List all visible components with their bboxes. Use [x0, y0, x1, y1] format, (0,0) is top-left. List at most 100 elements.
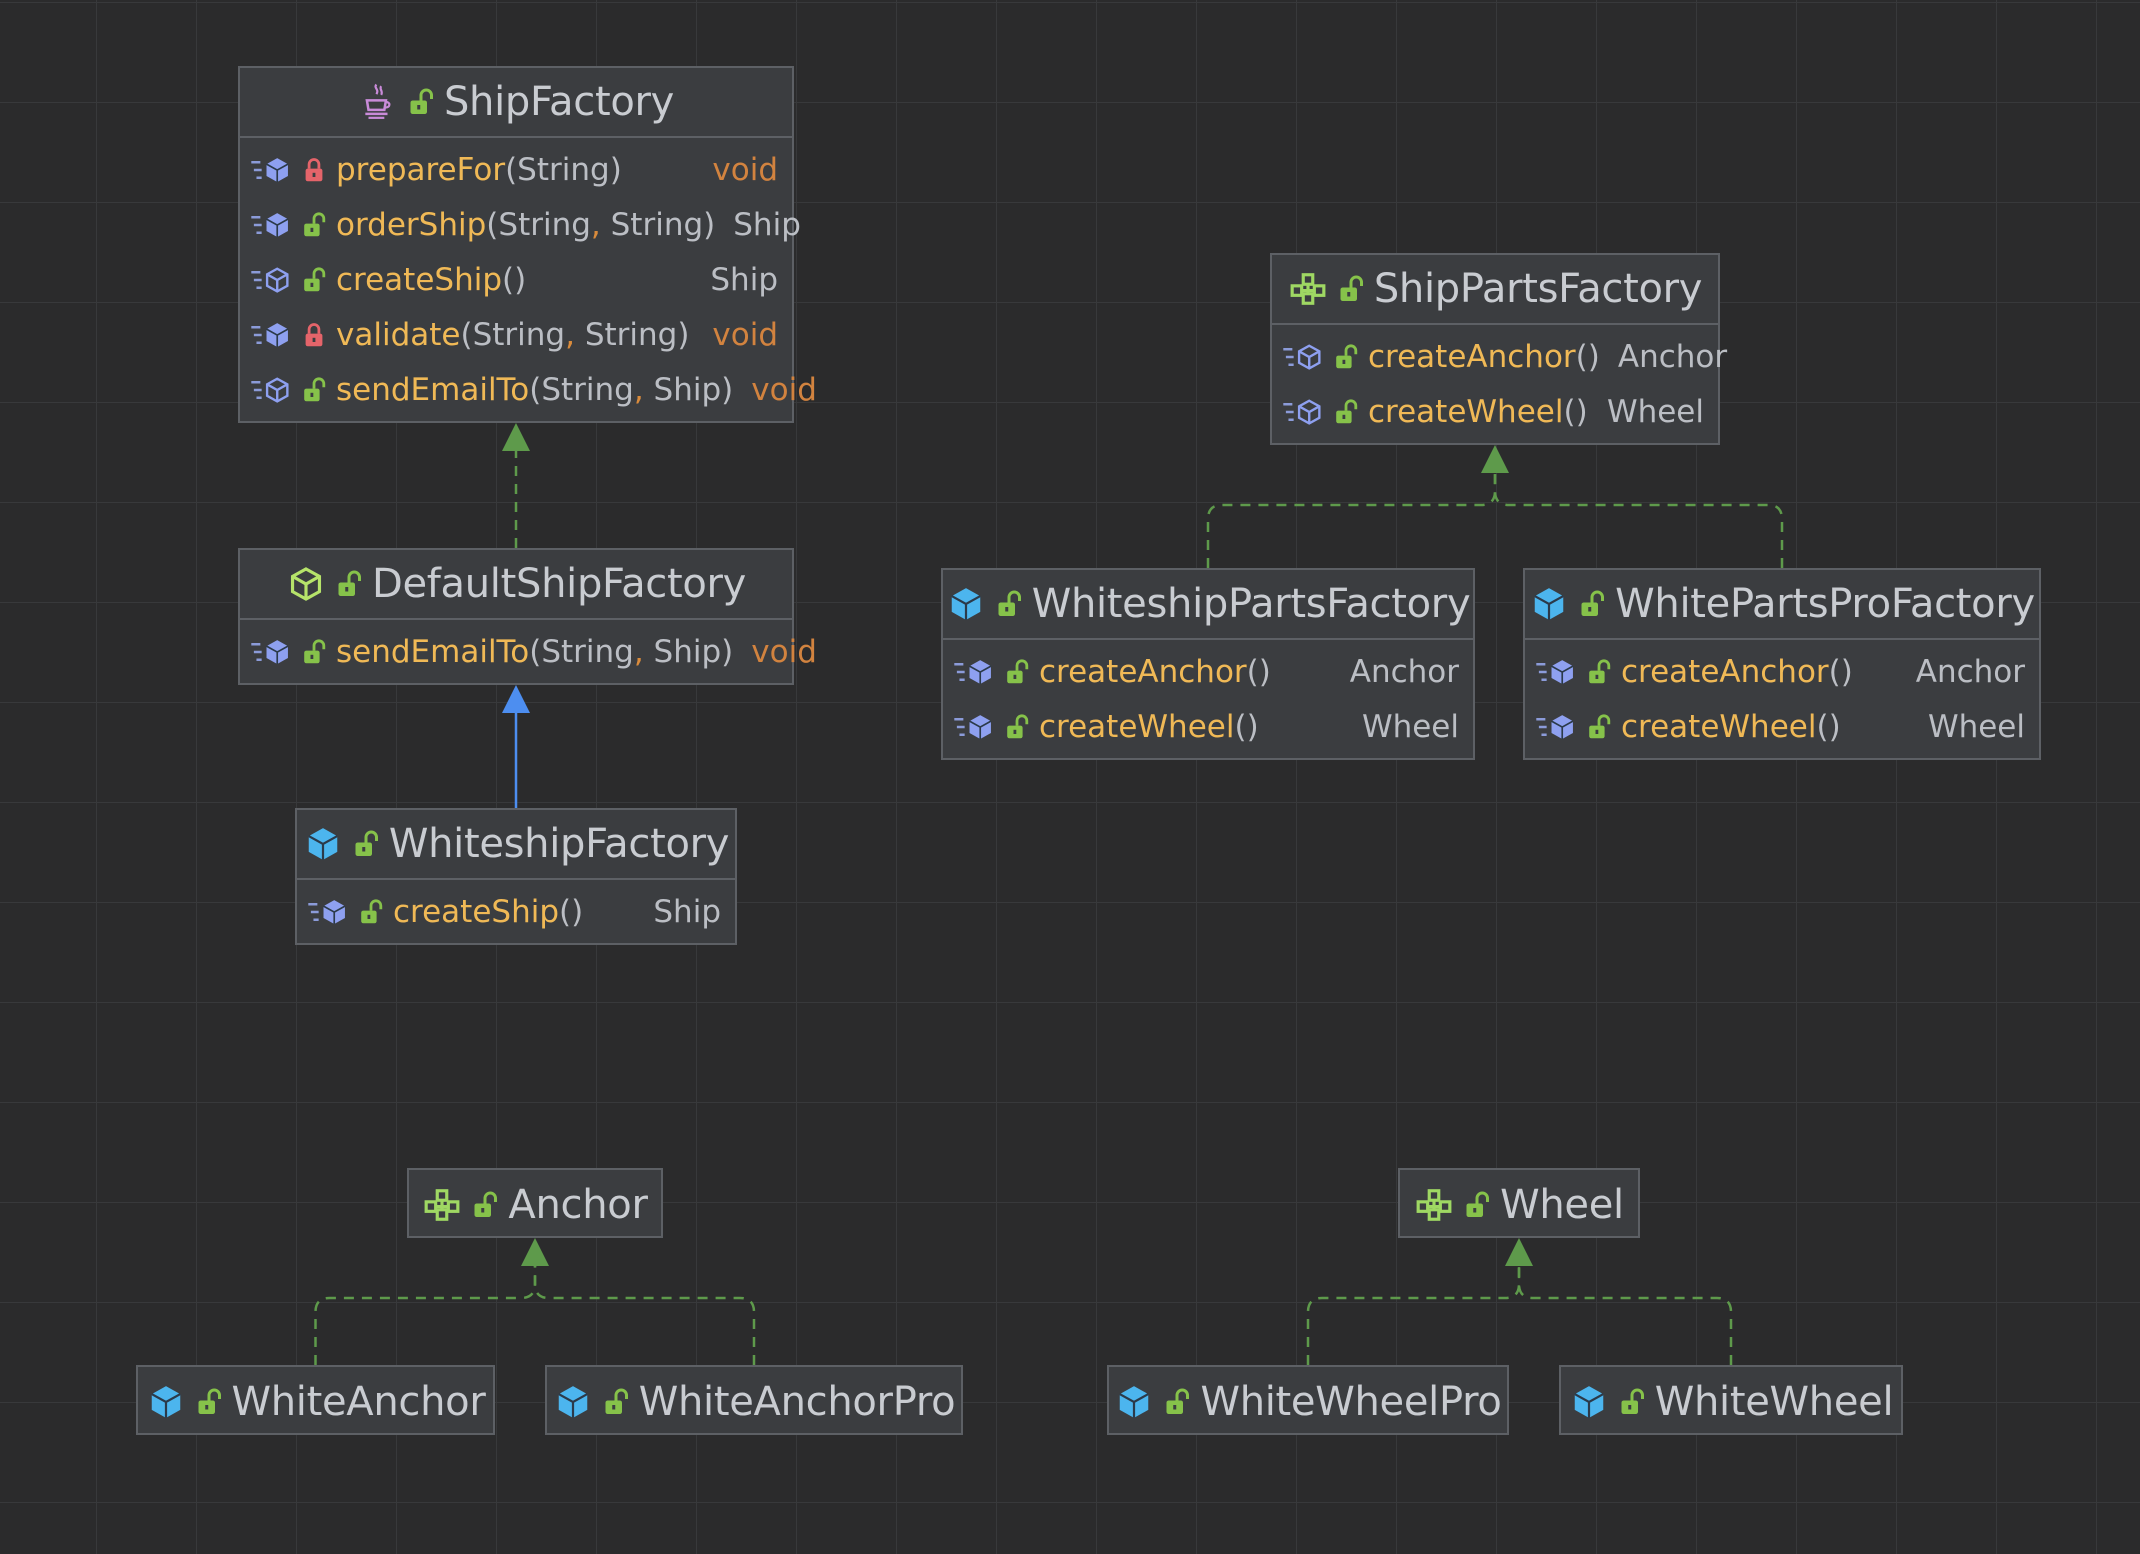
- method-name: createAnchor: [1039, 653, 1247, 690]
- implements-edge: [1493, 473, 1784, 568]
- class-name: Anchor: [508, 1182, 648, 1228]
- method-row[interactable]: createAnchor()Anchor: [1282, 329, 1727, 384]
- method-row[interactable]: validate(String, String)void: [250, 307, 778, 362]
- class-node-whiteship-parts-factory[interactable]: WhiteshipPartsFactory createAnchor()Anch…: [941, 568, 1475, 760]
- method-params: (): [1246, 653, 1271, 690]
- class-header[interactable]: WhiteshipFactory: [297, 810, 735, 880]
- method-row[interactable]: createWheel() Wheel: [1282, 384, 1704, 439]
- param-type: String: [517, 151, 610, 188]
- class-name: DefaultShipFactory: [371, 561, 747, 607]
- lock-open-icon: [410, 88, 433, 114]
- lock-open-icon: [1581, 590, 1605, 616]
- method-icon: [1536, 714, 1574, 739]
- method-name: createAnchor: [1368, 338, 1576, 375]
- method-row[interactable]: createShip()Ship: [307, 884, 721, 939]
- lock-open-icon: [1336, 398, 1358, 423]
- method-row[interactable]: createAnchor()Anchor: [953, 644, 1459, 699]
- implements-arrowhead: [502, 423, 530, 451]
- lock-open-icon: [1340, 275, 1363, 301]
- lock-open-icon: [1166, 1388, 1190, 1414]
- method-icon: [251, 157, 289, 182]
- lock-open-icon: [605, 1388, 628, 1414]
- param-type: Ship: [653, 371, 722, 408]
- class-header[interactable]: WhiteWheel: [1561, 1367, 1901, 1437]
- method-icon: [954, 659, 992, 684]
- method-params: (String): [505, 151, 622, 188]
- method-name: createWheel: [1039, 708, 1235, 745]
- member-list: createAnchor()Anchor createWheel()Wheel: [943, 640, 1473, 760]
- lock-closed-icon: [305, 322, 323, 346]
- class-header[interactable]: Anchor: [409, 1170, 661, 1240]
- class-node-wheel[interactable]: Wheel: [1398, 1168, 1640, 1238]
- method-row[interactable]: sendEmailTo(String, Ship)void: [250, 624, 817, 679]
- class-header[interactable]: Wheel: [1400, 1170, 1638, 1240]
- lock-open-icon: [998, 590, 1021, 616]
- implements-arrowhead: [521, 1238, 549, 1266]
- method-icon: [251, 322, 289, 347]
- return-type: Wheel: [1927, 708, 2025, 745]
- class-icon: [1534, 588, 1564, 620]
- class-node-white-parts-pro-factory[interactable]: WhitePartsProFactory createAnchor()Ancho…: [1523, 568, 2041, 760]
- lock-closed-icon: [305, 157, 323, 181]
- member-list: createAnchor()Anchor createWheel()Wheel: [1525, 640, 2039, 760]
- method-params: (): [1816, 708, 1841, 745]
- class-header[interactable]: WhiteAnchorPro: [547, 1367, 961, 1437]
- implements-edge: [1517, 1266, 1733, 1365]
- lock-open-icon: [1466, 1191, 1490, 1217]
- class-node-ship-factory[interactable]: ShipFactory prepareFor(String)void order…: [238, 66, 817, 423]
- method-icon: [954, 714, 992, 739]
- method-name: sendEmailTo: [336, 371, 530, 408]
- extends-arrowhead: [502, 685, 530, 713]
- method-row[interactable]: createShip()Ship: [250, 252, 778, 307]
- class-node-white-anchor-pro[interactable]: WhiteAnchorPro: [545, 1365, 963, 1435]
- method-params: (): [1828, 653, 1853, 690]
- method-row[interactable]: sendEmailTo(String, Ship)void: [250, 362, 817, 417]
- class-node-ship-parts-factory[interactable]: ShipPartsFactory createAnchor()Anchor cr…: [1270, 253, 1727, 445]
- lock-open-icon: [304, 376, 326, 401]
- method-row[interactable]: createAnchor()Anchor: [1535, 644, 2025, 699]
- return-type: void: [712, 151, 778, 188]
- method-name: orderShip: [336, 206, 487, 243]
- class-node-whiteship-factory[interactable]: WhiteshipFactory createShip()Ship: [295, 808, 737, 945]
- implements-arrowhead: [1481, 445, 1509, 473]
- class-header[interactable]: ShipFactory: [240, 68, 792, 138]
- method-name: createWheel: [1368, 393, 1564, 430]
- return-type: Anchor: [1617, 338, 1728, 375]
- method-params: (): [559, 893, 584, 930]
- method-name: createShip: [336, 261, 503, 298]
- method-row[interactable]: prepareFor(String)void: [250, 142, 778, 197]
- class-node-anchor[interactable]: Anchor: [407, 1168, 663, 1238]
- method-params: (String, Ship): [529, 633, 734, 670]
- param-type: String: [541, 371, 634, 408]
- class-header[interactable]: WhiteshipPartsFactory: [943, 570, 1473, 640]
- method-name: createAnchor: [1621, 653, 1829, 690]
- class-node-white-anchor[interactable]: WhiteAnchor: [136, 1365, 495, 1435]
- class-header[interactable]: ShipPartsFactory: [1272, 255, 1718, 325]
- method-params: (): [1563, 393, 1588, 430]
- method-name: validate: [336, 316, 461, 353]
- abstract-method-icon: [251, 266, 289, 293]
- return-type: Wheel: [1606, 393, 1704, 430]
- class-icon: [1119, 1386, 1150, 1418]
- abstract-method-icon: [1283, 398, 1321, 425]
- method-row[interactable]: createWheel()Wheel: [1535, 699, 2025, 754]
- lock-open-icon: [361, 898, 383, 923]
- method-row[interactable]: orderShip(String, String)Ship: [250, 197, 801, 252]
- implements-edge: [533, 1266, 756, 1365]
- return-type: Ship: [710, 261, 778, 298]
- class-header[interactable]: WhitePartsProFactory: [1525, 570, 2039, 640]
- method-icon: [251, 212, 289, 237]
- return-type: void: [751, 633, 817, 670]
- class-header[interactable]: WhiteAnchor: [138, 1367, 493, 1437]
- class-node-white-wheel-pro[interactable]: WhiteWheelPro: [1107, 1365, 1509, 1435]
- class-node-default-ship-factory[interactable]: DefaultShipFactory sendEmailTo(String, S…: [238, 548, 817, 685]
- interface-icon: [1416, 1189, 1452, 1221]
- lock-open-icon: [1589, 658, 1611, 683]
- abstract-class-icon: [290, 567, 321, 601]
- implements-edge: [1206, 473, 1497, 568]
- class-node-white-wheel[interactable]: WhiteWheel: [1559, 1365, 1903, 1435]
- class-header[interactable]: DefaultShipFactory: [240, 550, 792, 620]
- method-row[interactable]: createWheel()Wheel: [953, 699, 1459, 754]
- class-header[interactable]: WhiteWheelPro: [1109, 1367, 1507, 1437]
